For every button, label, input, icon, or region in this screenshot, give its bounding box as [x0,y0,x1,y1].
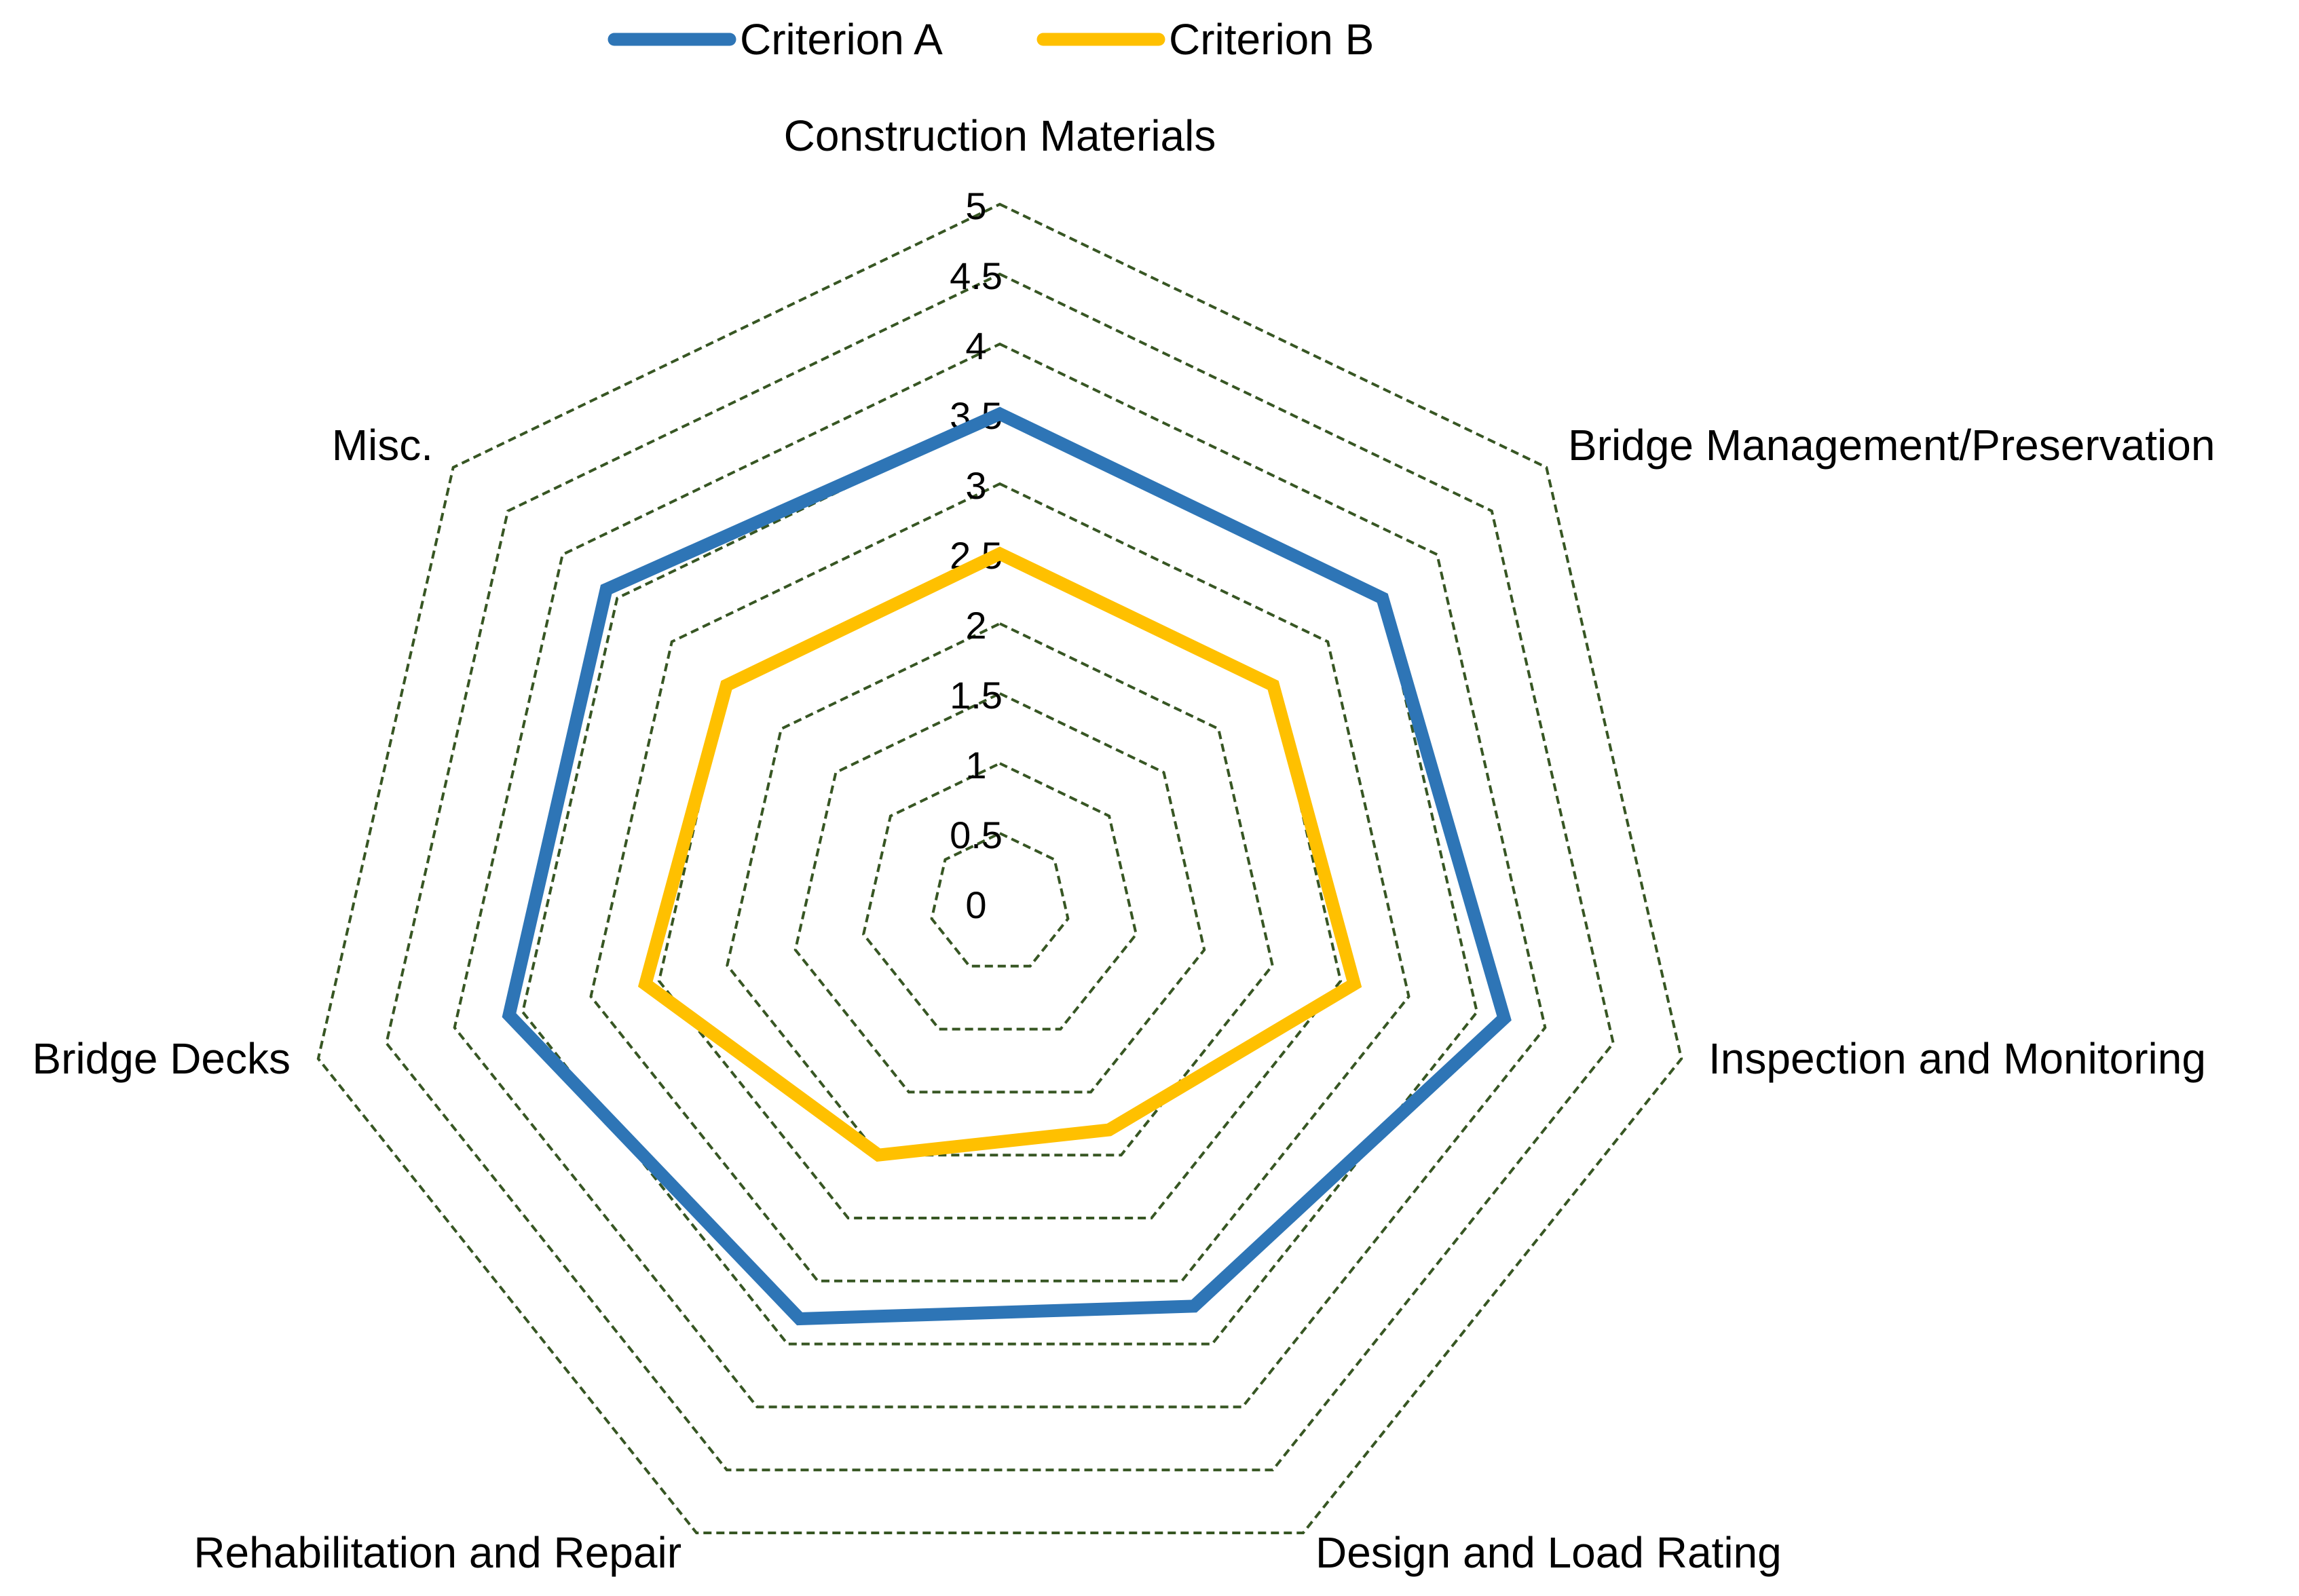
series-line-criterion-a [502,406,1512,1326]
tick-label: 2 [965,604,986,647]
axis-label: Bridge Management/Preservation [1568,421,2215,470]
tick-label: 4 [965,324,986,367]
tick-label: 4.5 [950,254,1003,297]
tick-label: 0 [965,884,986,926]
axis-label: Design and Load Rating [1315,1528,1782,1577]
axis-label: Rehabilitation and Repair [193,1528,681,1577]
tick-label: 1.5 [950,674,1003,717]
series-group [502,406,1512,1326]
tick-label: 1 [965,744,986,786]
axis-label: Inspection and Monitoring [1708,1034,2206,1083]
grid-ring [657,552,1343,1219]
tick-label: 0.5 [950,814,1003,856]
grid-ring [385,272,1615,1472]
grid-ring [453,342,1547,1409]
axis-label: Construction Materials [784,111,1216,160]
grid-ring [316,202,1683,1534]
axis-label: Misc. [332,421,433,470]
legend-label: Criterion B [1169,15,1374,64]
tick-labels: 00.511.522.533.544.55 [950,185,1003,926]
grid-ring [793,691,1206,1094]
grid-ring [589,482,1410,1282]
tick-label: 5 [965,185,986,227]
legend-label: Criterion A [740,15,943,64]
grid-ring [930,831,1070,968]
series-line-criterion-b [637,546,1362,1162]
axis-label: Bridge Decks [32,1034,291,1083]
legend: Criterion A Criterion B [608,15,1374,64]
grid-ring [862,761,1138,1031]
tick-label: 3 [965,464,986,507]
